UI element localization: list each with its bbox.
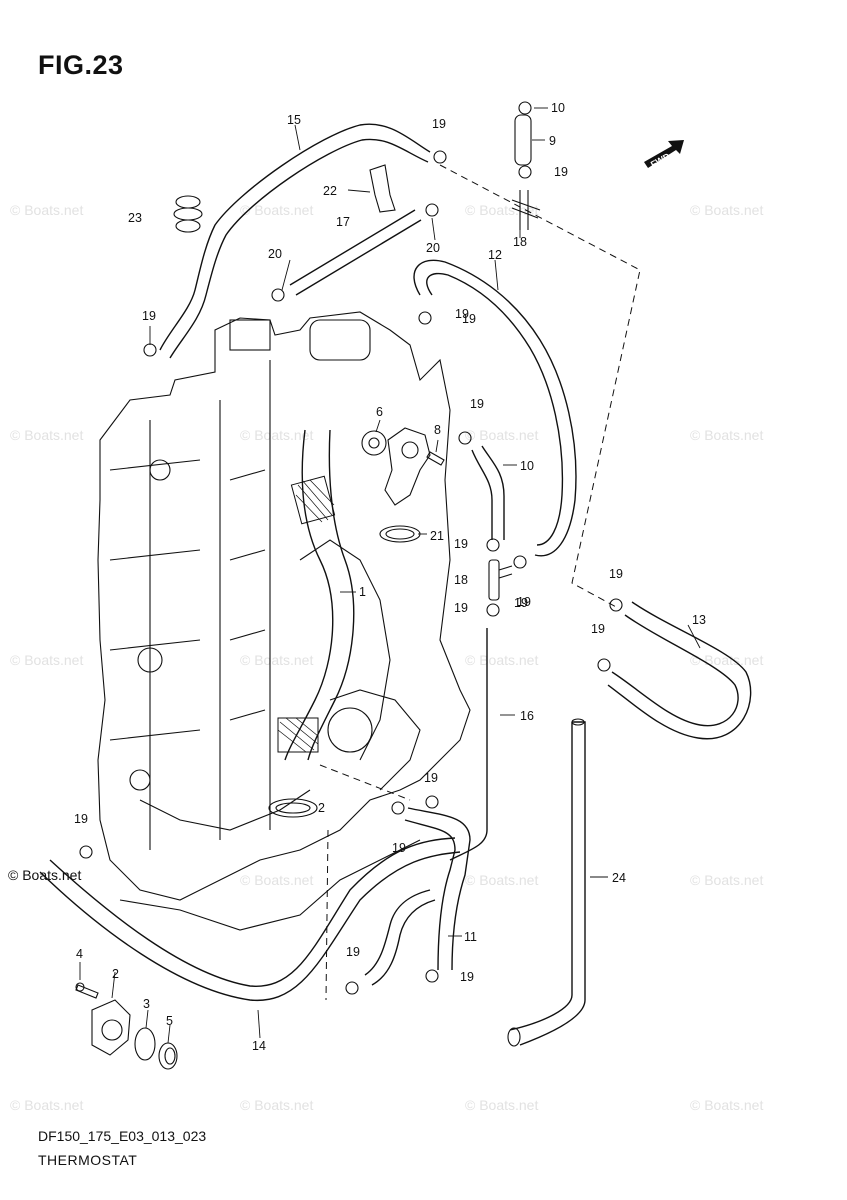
callout-3: 3 [143, 997, 150, 1011]
part-1-hose [277, 429, 355, 761]
callout-13: 13 [692, 613, 706, 627]
callout-19: 19 [432, 117, 446, 131]
engine-block [97, 311, 471, 931]
callout-19: 19 [455, 307, 469, 321]
thermostat-cover [384, 427, 431, 506]
part-3-gasket [134, 1027, 156, 1061]
watermark: © Boats.net [240, 872, 313, 888]
callout-5: 5 [166, 1014, 173, 1028]
watermark: © Boats.net [240, 427, 313, 443]
callout-16: 16 [520, 709, 534, 723]
callout-12: 12 [488, 248, 502, 262]
part-21-clamp [379, 525, 421, 543]
watermark: © Boats.net [10, 1097, 83, 1113]
part-14-hose [39, 837, 461, 1002]
watermark: © Boats.net [690, 427, 763, 443]
callout-19: 19 [554, 165, 568, 179]
part-18-joint-lower [488, 559, 513, 601]
callout-19: 19 [454, 601, 468, 615]
watermark: © Boats.net [690, 872, 763, 888]
callout-20: 20 [268, 247, 282, 261]
callout-2: 2 [112, 967, 119, 981]
callout-19: 19 [142, 309, 156, 323]
watermark: © Boats.net [10, 202, 83, 218]
part-2-cover [91, 999, 131, 1056]
callout-19: 19 [609, 567, 623, 581]
callout-17: 17 [336, 215, 350, 229]
callout-1: 1 [359, 585, 366, 599]
callout-2: 2 [318, 801, 325, 815]
callout-24: 24 [612, 871, 626, 885]
part-6-thermostat [361, 430, 387, 456]
watermark: © Boats.net [465, 202, 538, 218]
callout-9: 9 [549, 134, 556, 148]
leader-lines [79, 107, 701, 1044]
callout-19: 19 [460, 970, 474, 984]
fwd-arrow-icon: FWD [644, 140, 684, 170]
callout-19: 19 [346, 945, 360, 959]
callout-19: 19 [454, 537, 468, 551]
part-2-clamp-lower [268, 798, 318, 818]
callout-19: 19 [392, 841, 406, 855]
callout-10: 10 [520, 459, 534, 473]
callout-18: 18 [454, 573, 468, 587]
callout-20: 20 [426, 241, 440, 255]
part-16-hose [449, 628, 488, 861]
callout-19: 19 [462, 312, 476, 326]
part-23-grommet [173, 195, 203, 233]
part-12-hose [413, 259, 577, 557]
watermark: © Boats.net [240, 652, 313, 668]
part-15-hose [159, 123, 431, 359]
callout-23: 23 [128, 211, 142, 225]
callout-11: 11 [464, 930, 477, 944]
figure-code: DF150_175_E03_013_023 [38, 1128, 207, 1144]
watermark-dark: © Boats.net [8, 867, 81, 883]
watermark: © Boats.net [240, 1097, 313, 1113]
routing-dashed-line [439, 164, 641, 609]
callout-21: 21 [430, 529, 444, 543]
watermark: © Boats.net [465, 1097, 538, 1113]
watermark: © Boats.net [10, 427, 83, 443]
watermarks: © Boats.net © Boats.net © Boats.net © Bo… [10, 202, 763, 1113]
routing-dashed-line-lower [319, 764, 411, 801]
watermark: © Boats.net [465, 652, 538, 668]
part-11-hose [364, 807, 471, 986]
part-8-bolt [426, 451, 445, 466]
callout-18: 18 [513, 235, 527, 249]
callout-19: 19 [470, 397, 484, 411]
watermark: © Boats.net [240, 202, 313, 218]
callout-14: 14 [252, 1039, 266, 1053]
callout-19: 19 [74, 812, 88, 826]
watermark: © Boats.net [465, 872, 538, 888]
routing-dashed-line-vertical [325, 829, 329, 1001]
part-10-hose [471, 445, 505, 540]
figure-title: FIG.23 [38, 50, 124, 80]
callout-labels: 1 2 2 3 4 5 6 8 9 10 10 11 12 13 14 15 1… [74, 101, 706, 1053]
part-13-hose [607, 601, 752, 740]
part-22-clip [369, 164, 396, 213]
part-4-bolt [75, 982, 99, 999]
clamps-19 [79, 101, 623, 995]
part-17-hose [289, 209, 422, 296]
watermark: © Boats.net [10, 652, 83, 668]
callout-6: 6 [376, 405, 383, 419]
watermark: © Boats.net [465, 427, 538, 443]
callout-4: 4 [76, 947, 83, 961]
callout-8: 8 [434, 423, 441, 437]
part-5-thermostat [158, 1042, 178, 1070]
callout-19: 19 [517, 595, 531, 609]
figure-name: THERMOSTAT [38, 1152, 138, 1168]
part-24-hose [507, 718, 586, 1047]
callout-22: 22 [323, 184, 337, 198]
callout-19: 19 [424, 771, 438, 785]
callout-15: 15 [287, 113, 301, 127]
callout-19: 19 [591, 622, 605, 636]
callout-19: 19 [514, 596, 528, 610]
watermark: © Boats.net [690, 1097, 763, 1113]
part-18-joint-upper [511, 190, 541, 230]
part-9-hose-short [514, 114, 532, 166]
callout-10: 10 [551, 101, 565, 115]
watermark: © Boats.net [690, 202, 763, 218]
